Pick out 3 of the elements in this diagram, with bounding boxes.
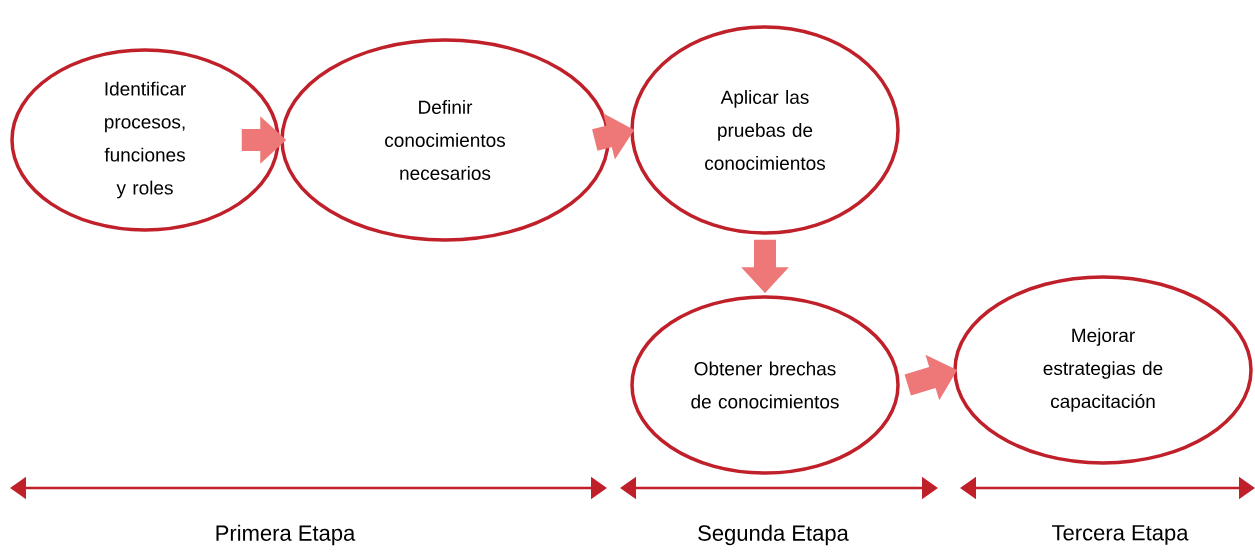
stage-label: Segunda Etapa xyxy=(698,524,849,546)
stage-label: Primera Etapa xyxy=(216,524,356,546)
stage-label: Tercera Etapa xyxy=(1052,525,1189,545)
